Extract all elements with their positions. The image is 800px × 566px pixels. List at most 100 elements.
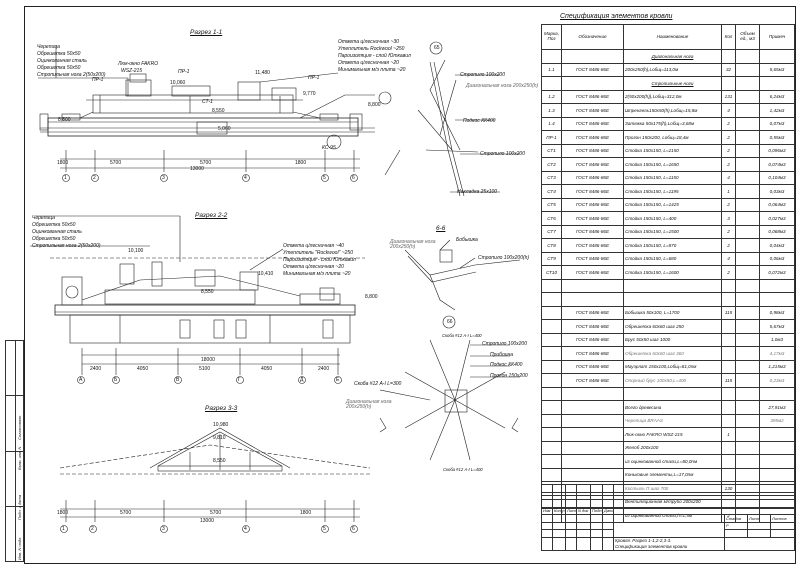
spec-cell-mark (541, 319, 562, 334)
s22-layer-r1: Отмета ц/лесничная ~40 (283, 243, 344, 249)
s11-dim-3: 5700 (200, 160, 212, 166)
tb-sheet-header: Лист (747, 514, 771, 523)
spec-cell-name: Шпренгель150х50(h),Lобщ=15,8м (623, 103, 722, 118)
spec-cell-vol (735, 265, 760, 280)
spec-cell-mark: СТ10 (541, 265, 562, 280)
spec-cell-mark (541, 454, 562, 469)
spec-cell-name: 200х250(h),Lобщ=113,0м (623, 62, 722, 77)
spec-cell-doc: ГОСТ 8486-86Е (561, 238, 624, 253)
spec-cell-name: Опорный брус 100х50,L=400 (623, 373, 722, 388)
spec-cell-vol (735, 62, 760, 77)
spec-cell-doc: ГОСТ 8486-86Е (561, 211, 624, 226)
spec-cell-doc: ГОСТ 8486-86Е (561, 305, 624, 320)
section-1-1-drawing (38, 45, 392, 182)
spec-cell-qty (721, 319, 736, 334)
spec-cell-name: Стойка 150х150, L=1195 (623, 184, 722, 199)
spec-cell-name: Обрешетка 60х60 шаг 360 (623, 346, 722, 361)
spec-cell-name: Коньковые элементы,L=17,0пм (623, 467, 722, 482)
d66-label-3: Стропило 100х200(h) (478, 255, 530, 261)
s22-level-2: 10,410 (258, 271, 274, 277)
spec-cell-doc: ГОСТ 8486-86Е (561, 89, 624, 104)
spec-cell-doc: ГОСТ 8486-86Е (561, 332, 624, 347)
s11-axis-5: 5 (323, 175, 326, 181)
d67-label-8: Скоба #12 А-I L=400 (443, 467, 483, 472)
spec-cell-mark: СТ1 (541, 143, 562, 158)
s33-dim-2: 5700 (120, 510, 132, 516)
spec-cell-name: Стойка 150х150, L=1600 (623, 265, 722, 280)
spec-cell-name: Брус 50х50 шаг 1000 (623, 332, 722, 347)
spec-cell-qty (721, 400, 736, 415)
s11-level-3: 9,770 (303, 91, 316, 97)
spec-cell-name: Желоб 200х100 (623, 440, 722, 455)
s22-dim-2: 4050 (137, 366, 149, 372)
s22-dim-5: 2400 (318, 366, 330, 372)
spec-cell-mark (541, 305, 562, 320)
spec-cell-name: Стойка 150х150, L=1150 (623, 170, 722, 185)
s22-dim-total: 18000 (201, 357, 215, 363)
spec-cell-qty: 2 (721, 238, 736, 253)
spec-cell-doc: ГОСТ 8486-86Е (561, 319, 624, 334)
d65-label-3: Подкос КК400 (463, 118, 496, 124)
d66-label-2: Бобышка (456, 237, 478, 243)
detail-65-drawing (384, 41, 520, 197)
spec-row (541, 278, 795, 293)
s11-layer-4: Обрешетка 50х50 (37, 65, 81, 71)
s11-layer-r5: Минимальная м/э плита ~20 (338, 67, 406, 73)
spec-cell-mark (541, 427, 562, 442)
spec-cell-vol (735, 319, 760, 334)
s22-dim-1: 2400 (90, 366, 102, 372)
spec-cell-qty: 2 (721, 130, 736, 145)
d67-label-6: Скоба #12 А-I L=300 (354, 381, 402, 387)
spec-cell-qty: 2 (721, 265, 736, 280)
s22-axis-d: Д (300, 377, 304, 383)
s22-axis-a: А (79, 377, 83, 383)
s22-layer-3: Оцинкованная сталь (32, 229, 82, 235)
d67-label-3: Прибоина (490, 352, 514, 358)
s11-label-pr1b: ПР-1 (178, 69, 190, 75)
spec-cell-qty (721, 454, 736, 469)
d65-label-2: Диагональная нога 200х250(h) (466, 83, 539, 89)
spec-cell-vol (735, 157, 760, 172)
s11-label-hatch: Люк-окно FAKRO (118, 61, 159, 67)
spec-cell-note: 1,42м3 (759, 103, 795, 118)
spec-cell-doc (561, 400, 624, 415)
tb-description-line-1: Кровля. Разрез 1-1,2-2,3-3. (615, 537, 672, 543)
spec-cell-vol (735, 130, 760, 145)
spec-cell-doc: ГОСТ 8486-86Е (561, 157, 624, 172)
s33-axis-6: 6 (352, 526, 355, 532)
spec-cell-note: 0,04м3 (759, 238, 795, 253)
s11-label-pr1a: ПР-1 (92, 77, 104, 83)
spec-cell-note: 1,0м3 (759, 332, 795, 347)
tb-stage: Р (724, 521, 748, 530)
spec-cell-vol (735, 211, 760, 226)
detail-66-id: 66 (447, 319, 453, 325)
spec-cell-vol (735, 332, 760, 347)
s33-axis-2: 2 (91, 526, 94, 532)
spec-cell-note: 0,072м3 (759, 265, 795, 280)
spec-header-mark: Марка, Поз (541, 24, 562, 50)
spec-cell-qty (721, 332, 736, 347)
s22-axis-e: Е (336, 377, 340, 383)
spec-cell-vol (735, 224, 760, 239)
spec-cell-mark: СТ5 (541, 197, 562, 212)
s22-level-1: 10,100 (128, 248, 144, 254)
tb-description-line-2: Спецификация элементов кровли (615, 543, 688, 549)
spec-cell-doc (561, 440, 624, 455)
spec-cell-vol (735, 143, 760, 158)
s22-layer-r4: Отмета ц/лесничная ~20 (283, 264, 344, 270)
spec-cell-mark: 1.3 (541, 103, 562, 118)
spec-header-qty: Кол (721, 24, 736, 50)
s33-level-1: 10,980 (213, 422, 229, 428)
spec-cell-note: 0,55м3 (759, 130, 795, 145)
tb-col-sign: Подп (590, 506, 603, 515)
s11-axis-3: 3 (162, 175, 165, 181)
